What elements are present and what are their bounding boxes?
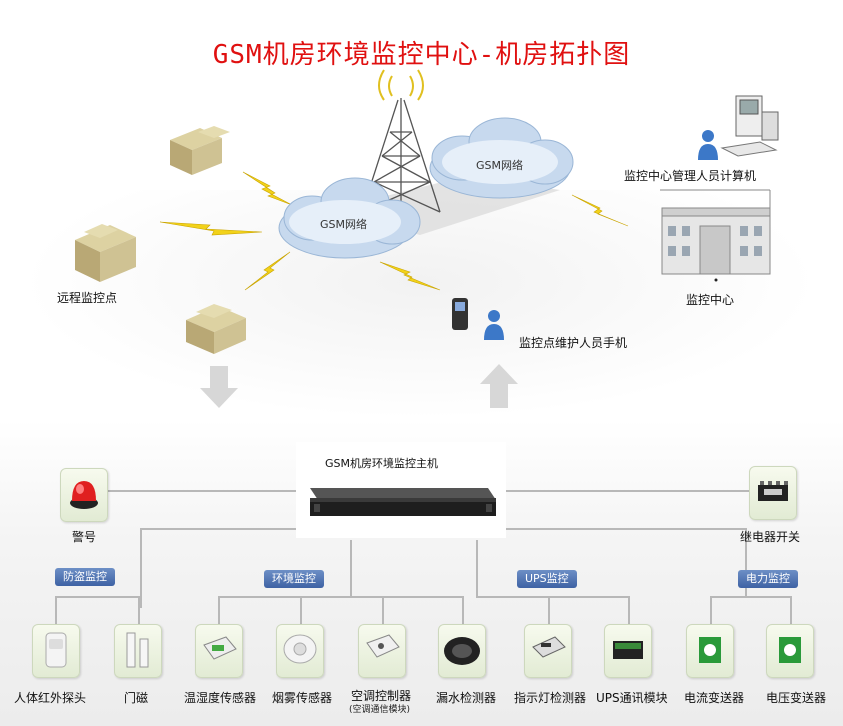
signal-bolt xyxy=(379,261,441,291)
signal-bolt xyxy=(571,194,629,227)
cloud-right-label: GSM网络 xyxy=(476,159,523,172)
alarm-siren-icon xyxy=(70,481,98,509)
smoke-sensor-icon xyxy=(283,634,317,664)
door-contact-icon xyxy=(126,632,149,668)
leak-detector-icon xyxy=(444,637,480,665)
signal-bolt xyxy=(159,221,263,236)
device-ups-module xyxy=(604,624,652,678)
host-label: GSM机房环境监控主机 xyxy=(325,457,438,470)
category-environment: 环境监控 xyxy=(264,570,324,588)
device-label: 人体红外探头 xyxy=(14,691,87,705)
control-center-building-icon xyxy=(661,207,771,275)
device-leak-detector xyxy=(438,624,486,678)
device-smoke-sensor xyxy=(276,624,324,678)
control-center-label: 监控中心 xyxy=(686,293,735,307)
device-sublabel: (空调通信模块) xyxy=(349,705,411,715)
current-transmitter-icon xyxy=(699,637,721,663)
center-pc-label: 监控中心管理人员计算机 xyxy=(624,169,757,183)
gsm-tower-icon xyxy=(361,98,441,213)
device-temp-humidity xyxy=(195,624,243,678)
device-label: 漏水检测器 xyxy=(436,691,497,705)
pir-sensor-icon xyxy=(45,632,67,668)
up-arrow-icon xyxy=(480,364,518,408)
cloud-left-label: GSM网络 xyxy=(320,218,367,231)
radio-wave-icon xyxy=(378,69,424,101)
device-voltage-transmitter xyxy=(766,624,814,678)
device-ac-controller xyxy=(358,624,406,678)
category-power: 电力监控 xyxy=(738,570,798,588)
device-label: 空调控制器 xyxy=(351,689,412,703)
device-pir-sensor xyxy=(32,624,80,678)
device-label: 电压变送器 xyxy=(766,691,827,705)
signal-bolt xyxy=(242,171,293,206)
remote-site-label: 远程监控点 xyxy=(57,291,118,305)
device-label: 门磁 xyxy=(124,691,149,705)
relay-label: 继电器开关 xyxy=(740,530,801,544)
maintenance-phone-label: 监控点维护人员手机 xyxy=(519,336,628,350)
device-current-transmitter xyxy=(686,624,734,678)
category-ups: UPS监控 xyxy=(517,570,577,588)
network-diagram xyxy=(75,69,779,408)
voltage-transmitter-icon xyxy=(779,637,801,663)
signal-bolt xyxy=(244,251,291,291)
monitoring-host-icon xyxy=(310,488,496,516)
device-door-contact xyxy=(114,624,162,678)
device-indicator-detector xyxy=(524,624,572,678)
alarm-label: 警号 xyxy=(72,530,97,544)
indicator-detector-icon xyxy=(532,636,566,658)
mobile-phone-icon xyxy=(452,298,468,330)
remote-site-icon xyxy=(170,126,230,175)
down-arrow-icon xyxy=(200,366,238,408)
device-label: UPS通讯模块 xyxy=(596,691,668,705)
relay-switch-icon xyxy=(758,481,788,501)
computer-icon xyxy=(720,95,779,157)
category-anti-theft: 防盗监控 xyxy=(55,568,115,586)
ac-controller-icon xyxy=(366,634,400,658)
person-icon xyxy=(484,310,504,340)
device-label: 指示灯检测器 xyxy=(514,691,587,705)
temp-humidity-sensor-icon xyxy=(203,636,237,660)
device-label: 温湿度传感器 xyxy=(184,691,257,705)
device-label: 烟雾传感器 xyxy=(272,691,333,705)
remote-site-icon xyxy=(186,304,246,354)
alarm-device xyxy=(60,468,108,522)
page-title: GSM机房环境监控中心-机房拓扑图 xyxy=(212,40,631,70)
ups-module-icon xyxy=(613,641,643,659)
person-icon xyxy=(698,130,718,160)
device-label: 电流变送器 xyxy=(684,691,745,705)
relay-device xyxy=(749,466,797,520)
remote-site-icon xyxy=(75,224,136,282)
